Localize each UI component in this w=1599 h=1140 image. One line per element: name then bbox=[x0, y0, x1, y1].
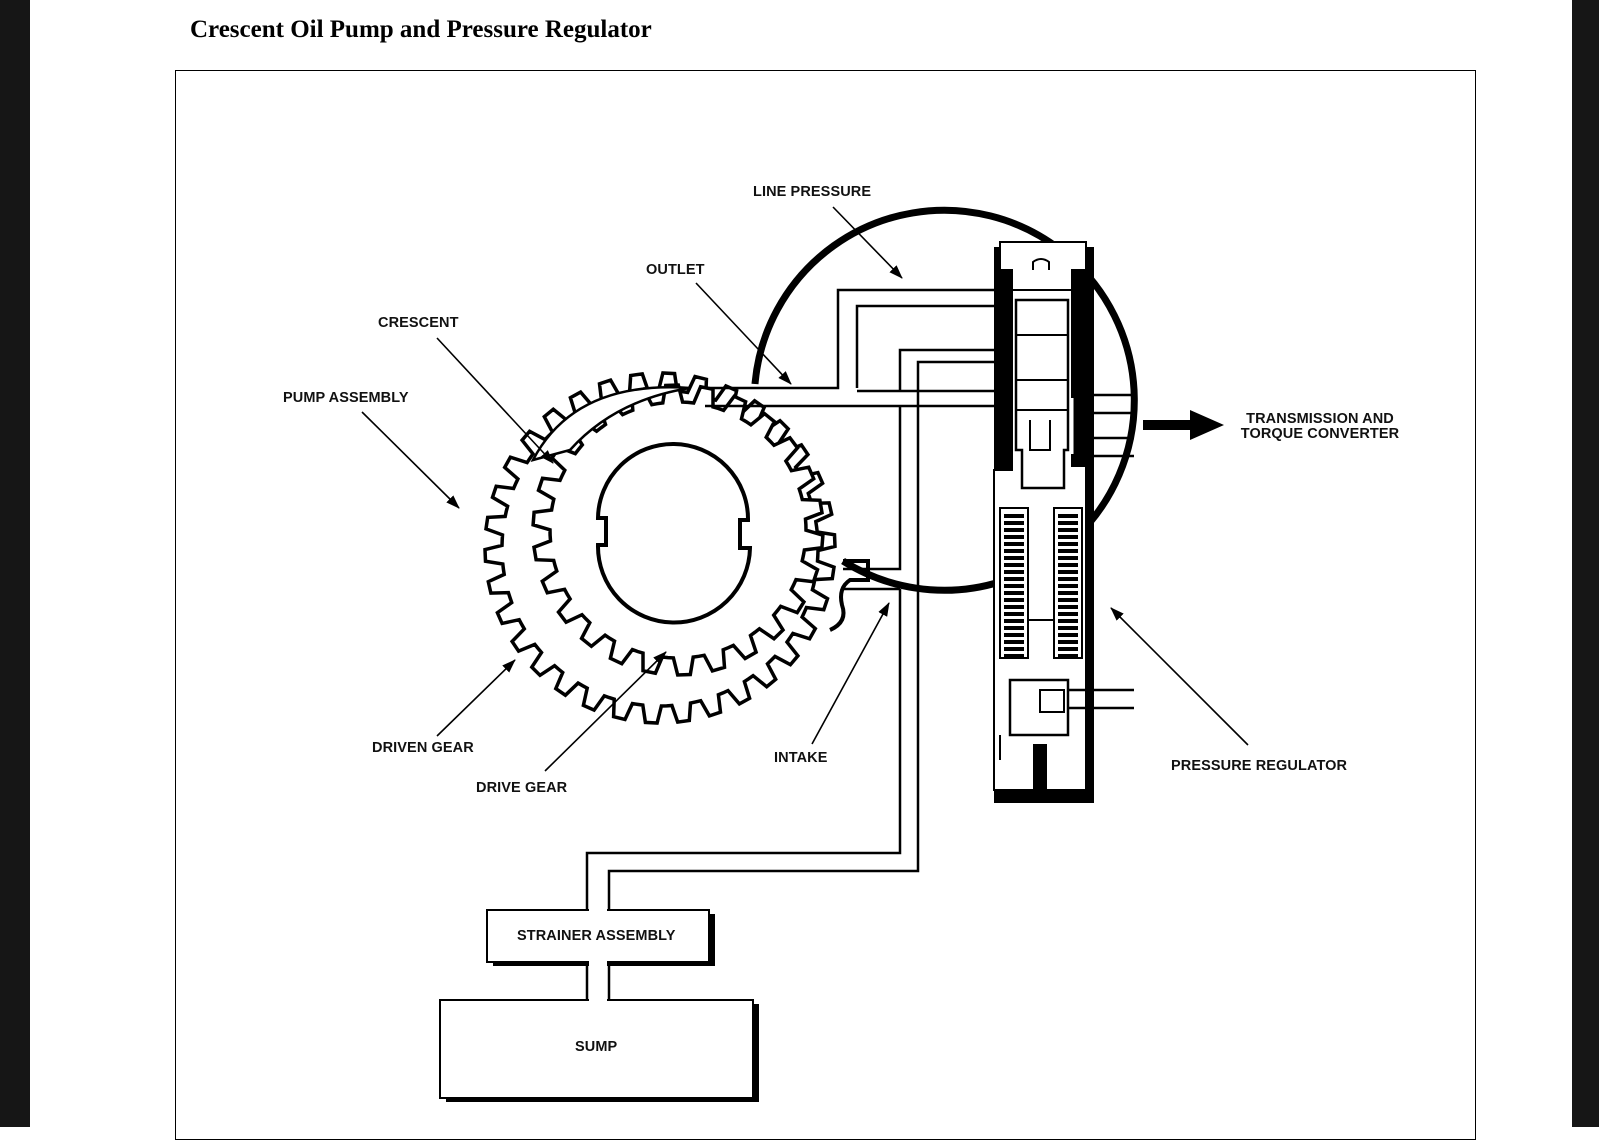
label-crescent: CRESCENT bbox=[378, 315, 459, 331]
label-outlet: OUTLET bbox=[646, 262, 705, 278]
label-drive-gear: DRIVE GEAR bbox=[476, 780, 568, 796]
strainer-box bbox=[486, 905, 715, 968]
label-pressure-regulator: PRESSURE REGULATOR bbox=[1171, 758, 1348, 774]
page-edge-right bbox=[1572, 0, 1599, 1127]
regulator-spring-left bbox=[1004, 514, 1024, 658]
drive-hub-bore bbox=[595, 442, 753, 625]
sump-box bbox=[439, 995, 759, 1102]
leader-lines bbox=[361, 206, 1249, 772]
pressure-regulator-valve bbox=[993, 241, 1134, 803]
outlet-passage bbox=[705, 288, 1000, 408]
label-strainer-assembly: STRAINER ASSEMBLY bbox=[517, 928, 676, 944]
label-intake: INTAKE bbox=[774, 750, 828, 766]
page-edge-left bbox=[0, 0, 30, 1127]
label-line-pressure: LINE PRESSURE bbox=[753, 184, 872, 200]
page-title: Crescent Oil Pump and Pressure Regulator bbox=[190, 16, 652, 43]
transmission-flow-arrow bbox=[1143, 410, 1224, 440]
regulator-spring-right bbox=[1058, 514, 1078, 658]
label-pump-assembly: PUMP ASSEMBLY bbox=[283, 390, 409, 406]
label-transmission-torque-converter: TRANSMISSION AND TORQUE CONVERTER bbox=[1240, 411, 1400, 442]
label-driven-gear: DRIVEN GEAR bbox=[372, 740, 474, 756]
crescent-shape bbox=[530, 386, 691, 462]
label-sump: SUMP bbox=[575, 1039, 618, 1055]
